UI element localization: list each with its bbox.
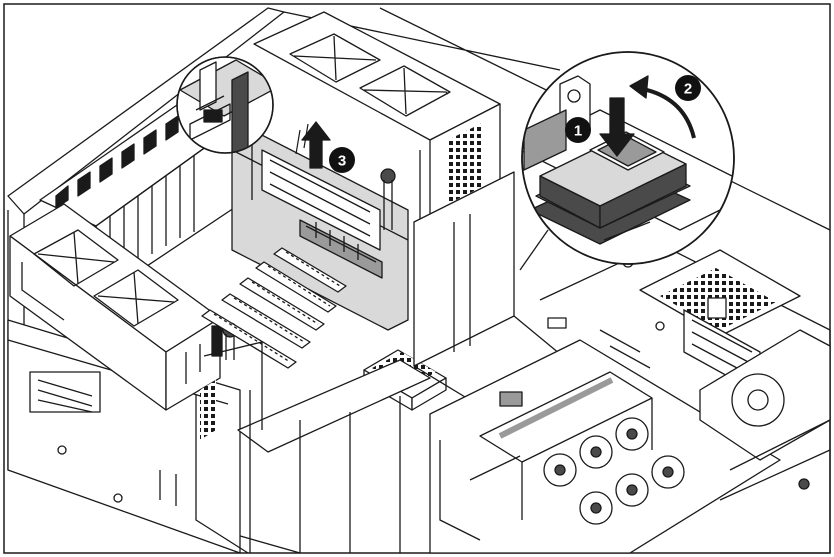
- left-drive-cage: [9, 203, 223, 411]
- system-board-right: [539, 243, 831, 554]
- fan-assembly: [429, 339, 781, 554]
- latch-callout-small: [176, 56, 274, 154]
- arrow-rotate-head-icon: [629, 75, 649, 99]
- step-badge-3: 3: [329, 147, 355, 173]
- step-number-1: 1: [574, 123, 582, 140]
- expansion-slots: [201, 247, 347, 369]
- step-badge-2: 2: [675, 75, 701, 101]
- arrow-up-icon: [301, 121, 331, 169]
- step-badge-1: 1: [565, 117, 591, 143]
- step-number-3: 3: [338, 153, 346, 170]
- step-number-2: 2: [684, 81, 692, 98]
- image-frame: [3, 3, 831, 554]
- air-baffle: [195, 171, 561, 554]
- arrow-down-icon: [599, 97, 635, 157]
- step-arrows: [295, 75, 696, 169]
